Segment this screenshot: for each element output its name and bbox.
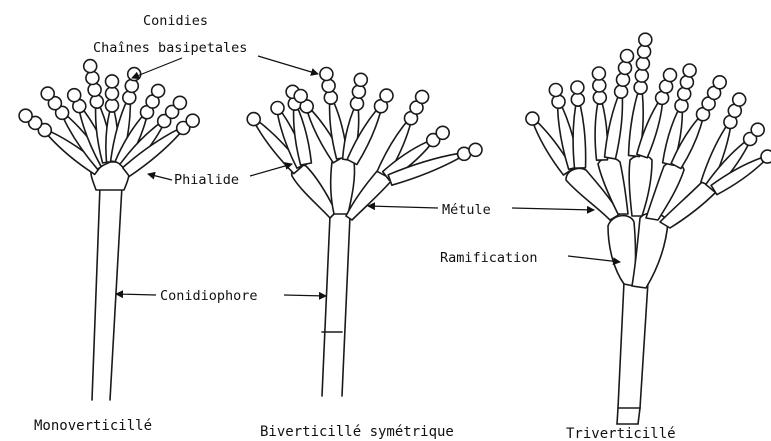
monoverticille-structure xyxy=(19,60,199,400)
conidium xyxy=(68,89,81,102)
label-ramification: Ramification xyxy=(440,250,538,266)
caption-biverticille: Biverticillé symétrique xyxy=(260,424,454,440)
arrow-chaines-right xyxy=(258,56,318,74)
label-phialide: Phialide xyxy=(174,172,239,188)
conidium xyxy=(636,57,649,70)
triverticille-structure xyxy=(526,33,771,424)
conidium xyxy=(592,67,605,80)
conidium xyxy=(680,76,693,89)
conidium xyxy=(526,112,539,125)
label-chaines-basipetales: Chaînes basipetales xyxy=(93,40,247,56)
conidium xyxy=(469,143,482,156)
conidium xyxy=(675,99,688,112)
conidium xyxy=(683,64,696,77)
conidium xyxy=(733,93,746,106)
conidium xyxy=(106,75,119,88)
conidium xyxy=(247,113,260,126)
conidium xyxy=(294,90,307,103)
conidium xyxy=(19,109,32,122)
conidium xyxy=(619,61,632,74)
label-conidies: Conidies xyxy=(143,13,208,29)
conidium xyxy=(549,84,562,97)
label-metule: Métule xyxy=(442,202,491,218)
conidium xyxy=(351,97,364,110)
conidium xyxy=(634,81,647,94)
conidium xyxy=(761,150,771,163)
conidium xyxy=(320,68,333,81)
conidium xyxy=(571,93,584,106)
conidium xyxy=(436,126,449,139)
conidium xyxy=(322,79,335,92)
arrow-metule-right xyxy=(512,208,594,210)
conidium xyxy=(106,99,119,112)
conidium xyxy=(635,69,648,82)
conidium xyxy=(106,87,119,100)
conidium xyxy=(593,79,606,92)
conidium xyxy=(128,68,141,81)
arrow-conidiophore-left xyxy=(116,294,156,295)
arrow-phialide-right xyxy=(250,164,292,176)
conidium xyxy=(615,85,628,98)
conidium xyxy=(88,83,101,96)
conidium xyxy=(271,102,284,115)
conidium xyxy=(173,96,186,109)
conidium xyxy=(571,81,584,94)
conidium xyxy=(593,91,606,104)
arrow-conidiophore-right xyxy=(284,295,326,296)
conidium xyxy=(84,60,97,73)
conidium xyxy=(186,114,199,127)
arrow-metule-left xyxy=(368,206,438,208)
conidium xyxy=(125,79,138,92)
caption-triverticille: Triverticillé xyxy=(566,426,676,441)
conidium xyxy=(123,91,136,104)
caption-monoverticille: Monoverticillé xyxy=(34,418,152,434)
conidium xyxy=(621,50,634,63)
conidium xyxy=(664,69,677,82)
conidium xyxy=(354,73,367,86)
conidium xyxy=(713,76,726,89)
conidium xyxy=(638,45,651,58)
conidium xyxy=(678,87,691,100)
conidium xyxy=(751,123,764,136)
conidium xyxy=(416,90,429,103)
conidium xyxy=(86,72,99,85)
conidium xyxy=(552,95,565,108)
conidium xyxy=(41,87,54,100)
arrow-chaines-left xyxy=(132,58,182,78)
conidium xyxy=(380,89,393,102)
conidium xyxy=(617,73,630,86)
conidium xyxy=(352,85,365,98)
biverticille-structure xyxy=(247,68,482,397)
phialide-tri-3 xyxy=(571,81,586,168)
conidium xyxy=(90,95,103,108)
arrow-phialide-left xyxy=(148,174,172,180)
conidium xyxy=(152,84,165,97)
conidium xyxy=(639,33,652,46)
conidium xyxy=(324,91,337,104)
label-conidiophore: Conidiophore xyxy=(160,288,258,304)
